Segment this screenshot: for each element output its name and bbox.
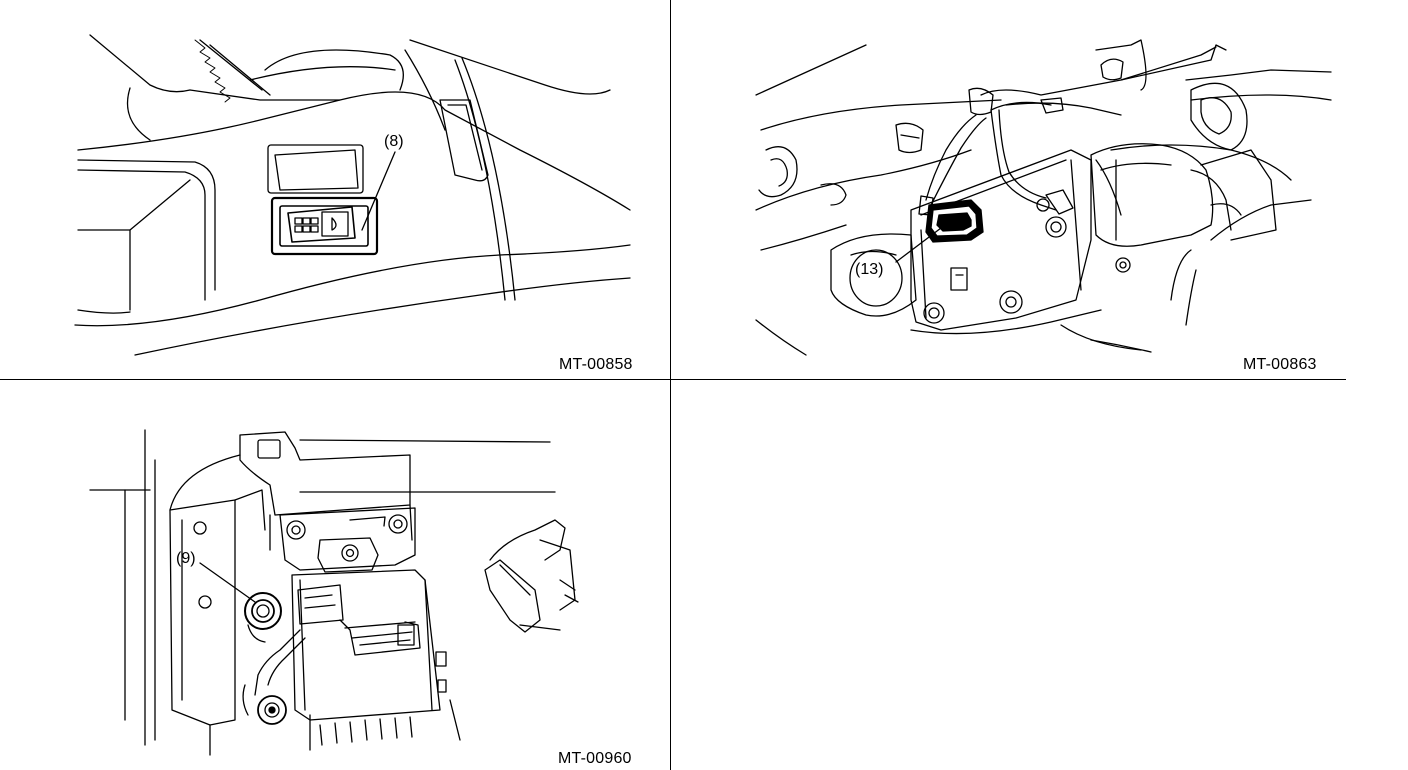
callout-label: (8) [384,133,404,150]
figure-panel-transmission: (13) MT-00863 [671,0,1408,379]
vertical-divider [670,0,671,770]
horizontal-divider [0,379,1346,380]
figure-panel-console: (8) MT-00858 [0,0,670,379]
relay-bracket-illustration [0,380,670,770]
figure-id: MT-00960 [558,750,632,767]
transmission-switch-illustration [671,0,1408,379]
console-switch-illustration [0,0,670,379]
empty-panel [671,380,1346,770]
callout-label: (9) [176,550,196,567]
figure-id: MT-00863 [1243,356,1317,373]
figure-panel-relay: (9) MT-00960 [0,380,670,770]
callout-label: (13) [855,261,884,278]
figure-id: MT-00858 [559,356,633,373]
